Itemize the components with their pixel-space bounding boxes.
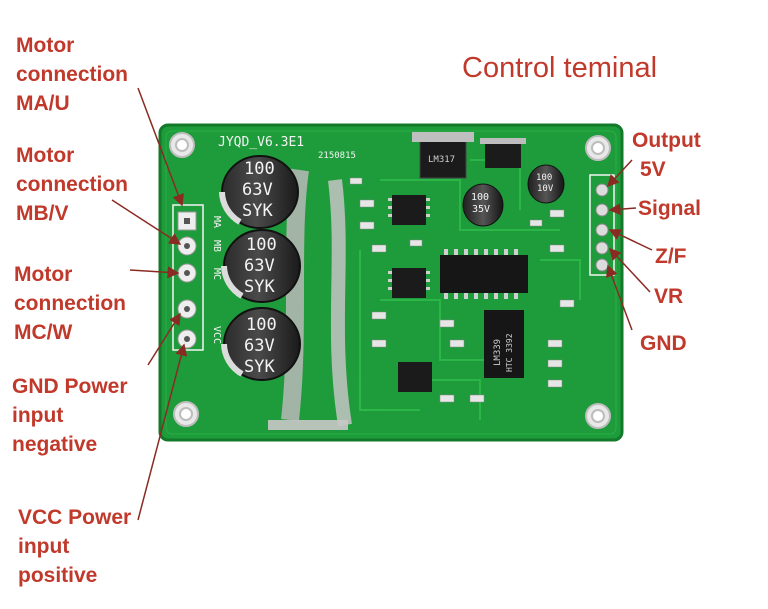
capacitor-1-line-3: SYK (242, 201, 273, 221)
label-motor-ma-line-2: connection (16, 63, 129, 86)
control-header (589, 174, 615, 276)
comparator-label-1: LM339 (493, 339, 503, 366)
pointer-vcc-power (137, 343, 188, 521)
pointer-vr (608, 247, 651, 293)
label-motor-mc-line-2: connection (14, 292, 127, 315)
pin-label-vcc: VCC (211, 326, 222, 344)
small-capacitor-1-line-2: 35V (472, 204, 490, 215)
label-vcc-power-line-3: positive (18, 564, 98, 587)
label-gnd-power-line-3: negative (12, 433, 98, 456)
capacitor-1-line-1: 100 (244, 159, 275, 179)
regulator-label: LM317 (428, 155, 455, 165)
pin-label-ma: MA (211, 216, 222, 228)
capacitor-2-line-3: SYK (244, 277, 275, 297)
label-signal-line-1: Signal (638, 197, 702, 220)
label-output-5v-line-1: Output (632, 129, 701, 152)
label-motor-ma-line-1: Motor (16, 34, 75, 57)
pointer-gnd-power (147, 312, 181, 366)
capacitor-3-line-3: SYK (244, 357, 275, 377)
label-zf-line-1: Z/F (655, 245, 687, 268)
smd-components (349, 177, 575, 403)
label-vcc-power-line-2: input (18, 535, 70, 558)
capacitor-1: 100 63V SYK (219, 155, 299, 229)
pointer-signal (608, 203, 637, 216)
label-gnd-power-line-2: input (12, 404, 64, 427)
label-vcc-power-line-1: VCC Power (18, 506, 132, 529)
left-pointers (111, 87, 188, 521)
capacitor-3-line-2: 63V (244, 336, 275, 356)
label-output-5v-line-2: 5V (640, 158, 666, 181)
pointer-ma (137, 87, 184, 207)
label-signal: Signal (638, 194, 701, 223)
small-capacitor-2-line-1: 100 (536, 173, 552, 183)
controller-ic (440, 249, 528, 299)
label-vr-line-1: VR (654, 285, 684, 308)
label-gnd-line-1: GND (640, 332, 687, 355)
mounting-holes (169, 132, 611, 429)
capacitor-1-line-2: 63V (242, 180, 273, 200)
label-motor-mc-line-3: MC/W (14, 321, 73, 344)
label-output-5v: Output 5V (632, 126, 701, 184)
board-date: 2150815 (318, 151, 356, 161)
label-gnd-power: GND Power input negative (12, 372, 128, 459)
label-motor-mc-line-1: Motor (14, 263, 73, 286)
pin-label-mb: MB (211, 240, 222, 252)
capacitor-3: 100 63V SYK (221, 307, 301, 381)
pointer-zf (608, 229, 653, 251)
pin-label-mc: MC (211, 268, 222, 280)
pointer-mb (111, 199, 182, 245)
right-pointers (606, 159, 653, 331)
capacitor-2: 100 63V SYK (221, 229, 301, 303)
comparator-label-2: HTC 3392 (505, 333, 514, 372)
board-model: JYQD_V6.3E1 (218, 135, 304, 150)
small-capacitor-2: 100 10V (527, 164, 565, 204)
label-motor-ma-line-3: MA/U (16, 92, 70, 115)
capacitor-2-line-2: 63V (244, 256, 275, 276)
label-vcc-power: VCC Power input positive (18, 503, 131, 590)
label-gnd: GND (640, 329, 687, 358)
label-motor-mb: Motor connection MB/V (16, 141, 128, 228)
pointer-gnd (606, 264, 633, 331)
gate-driver-3 (398, 362, 432, 392)
label-motor-ma: Motor connection MA/U (16, 31, 128, 118)
voltage-regulator: LM317 (412, 132, 474, 179)
label-vr: VR (654, 282, 683, 311)
pointer-mc (129, 266, 180, 279)
small-capacitor-2-line-2: 10V (537, 184, 554, 194)
capacitor-3-line-1: 100 (246, 315, 277, 335)
label-zf: Z/F (655, 242, 687, 271)
control-terminal-title: Control teminal (462, 52, 658, 84)
transistor-top (480, 138, 526, 168)
label-motor-mc: Motor connection MC/W (14, 260, 126, 347)
gate-driver-2 (388, 268, 430, 298)
capacitor-2-line-1: 100 (246, 235, 277, 255)
label-motor-mb-line-3: MB/V (16, 202, 69, 225)
comparator-ic: LM339 HTC 3392 (484, 310, 524, 378)
small-capacitor-1-line-1: 100 (471, 192, 489, 203)
label-motor-mb-line-1: Motor (16, 144, 75, 167)
pointer-output-5v (606, 159, 633, 188)
gate-driver-1 (388, 195, 430, 225)
small-capacitor-1: 100 35V (462, 183, 504, 227)
label-motor-mb-line-2: connection (16, 173, 129, 196)
label-gnd-power-line-1: GND Power (12, 375, 128, 398)
